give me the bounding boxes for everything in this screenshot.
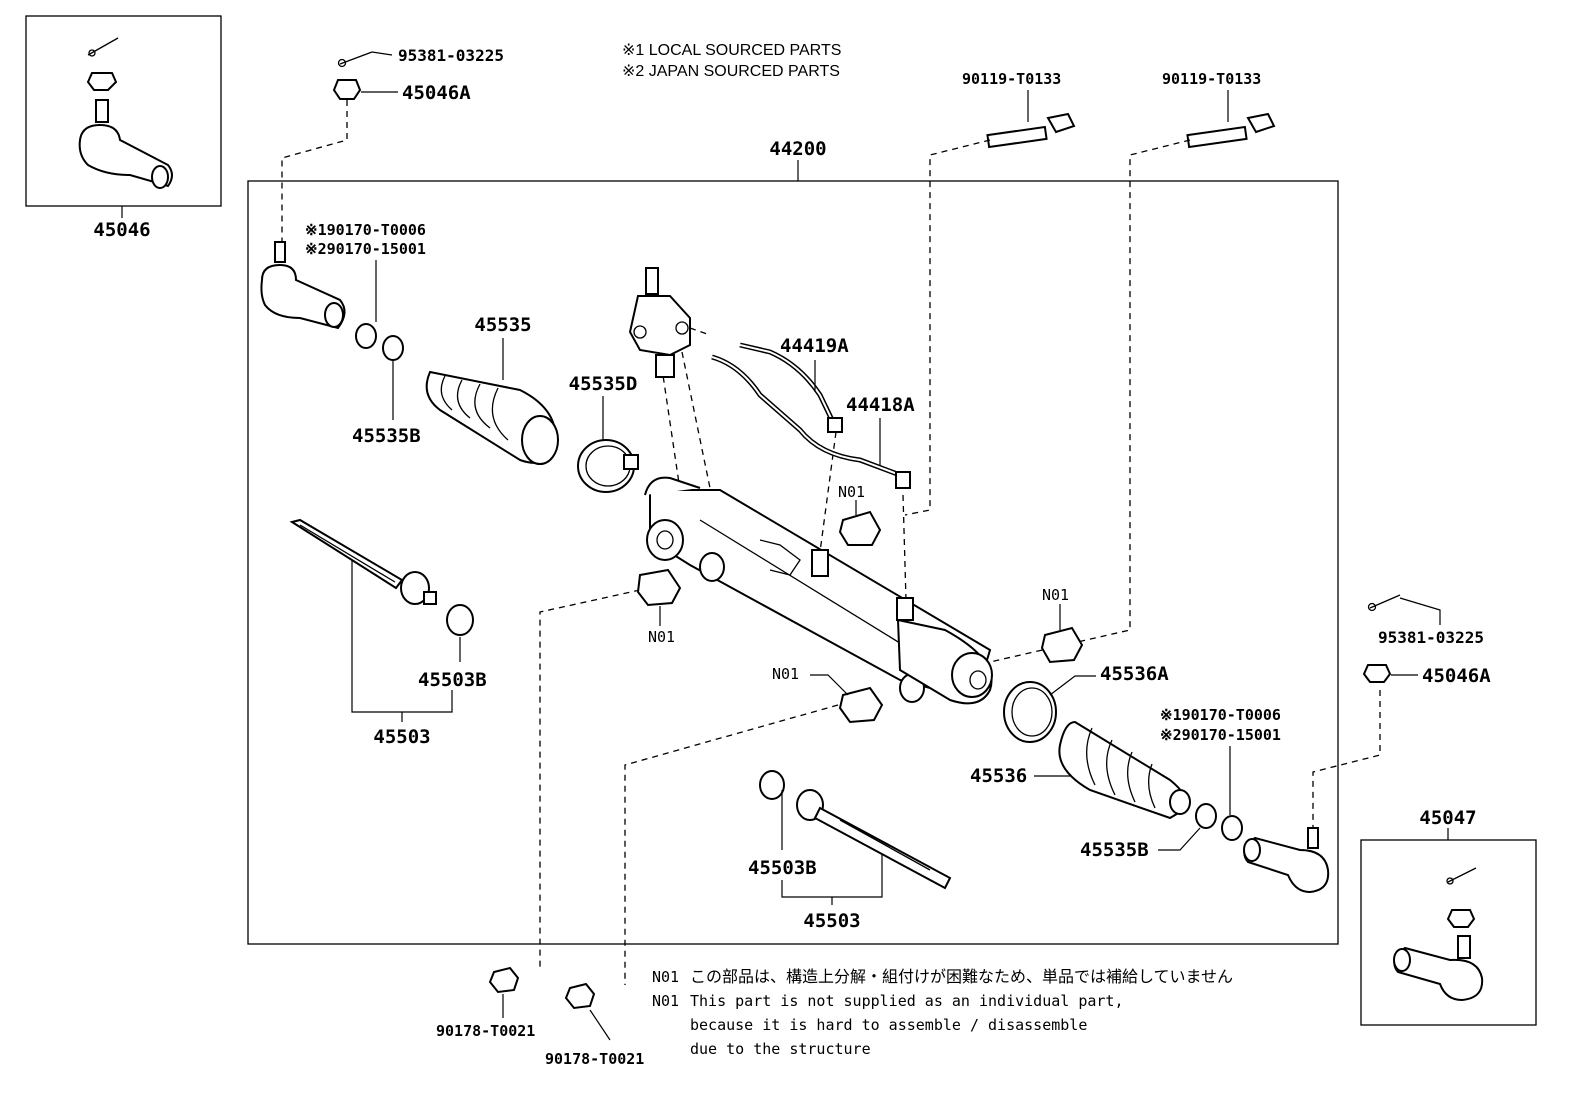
cotter-pin-top-drawing (337, 51, 373, 68)
dash-line-port (689, 327, 711, 336)
bolt-90119-a-drawing (986, 112, 1076, 149)
label-290170-right: ※290170-15001 (1160, 726, 1281, 744)
label-45536A: 45536A (1100, 663, 1169, 685)
label-45503B-left: 45503B (418, 669, 487, 691)
bolt-90119-b-drawing (1186, 112, 1276, 149)
label-n01-c: N01 (1042, 586, 1069, 604)
label-90178-b: 90178-T0021 (545, 1050, 644, 1068)
tie-rod-end-left-drawing (260, 241, 346, 330)
bushing-n01-d-drawing (838, 686, 884, 724)
note-local-sourced: ※1 LOCAL SOURCED PARTS (622, 42, 841, 59)
dash-line-tube-b (902, 494, 907, 601)
bushing-n01-a-drawing (838, 510, 882, 546)
bushing-n01-c-drawing (1040, 626, 1084, 664)
label-90119-b: 90119-T0133 (1162, 70, 1261, 88)
label-n01-b: N01 (648, 628, 675, 646)
label-90178-a: 90178-T0021 (436, 1022, 535, 1040)
inner-tie-rod-left-drawing (289, 518, 437, 605)
inner-tie-rod-mid-drawing (796, 789, 952, 890)
label-n01-d: N01 (772, 665, 799, 683)
bellows-boot-45536-drawing (1058, 720, 1191, 820)
footnote-en-line2: because it is hard to assemble / disasse… (690, 1016, 1087, 1034)
footnote-jp-code: N01 (652, 968, 679, 986)
label-45535D: 45535D (569, 373, 638, 395)
label-45503-left: 45503 (373, 726, 430, 748)
label-45536: 45536 (970, 765, 1027, 787)
nut-90178-a-drawing (488, 966, 520, 994)
bushing-n01-b-drawing (636, 568, 682, 607)
label-45046: 45046 (93, 219, 150, 241)
label-45535B-top: 45535B (352, 425, 421, 447)
label-45535: 45535 (474, 314, 531, 336)
ring-left-drawing (355, 323, 377, 349)
label-n01-a: N01 (838, 483, 865, 501)
assembly-frame-44200 (247, 180, 1339, 945)
label-45535B-right: 45535B (1080, 839, 1149, 861)
clip-45535B-left-drawing (382, 335, 404, 361)
note-japan-sourced: ※2 JAPAN SOURCED PARTS (622, 63, 840, 80)
label-90119-a: 90119-T0133 (962, 70, 1061, 88)
label-45046A-top: 45046A (402, 82, 471, 104)
lock-washer-left-drawing (446, 604, 474, 636)
dash-line-90178-b (624, 704, 839, 985)
tie-rod-end-45046-drawing (78, 37, 173, 189)
inset-frame-45047 (1360, 839, 1537, 1026)
label-44419A: 44419A (780, 335, 849, 357)
label-45503B-mid: 45503B (748, 857, 817, 879)
tie-rod-end-right-drawing (1243, 827, 1330, 894)
lock-washer-mid-drawing (759, 770, 785, 800)
label-45503-mid: 45503 (803, 910, 860, 932)
label-44200: 44200 (769, 138, 826, 160)
label-190170-top: ※190170-T0006 (305, 221, 426, 239)
footnote-en-code: N01 (652, 992, 679, 1010)
label-95381-top: 95381-03225 (398, 46, 504, 65)
footnote-en-line1: This part is not supplied as an individu… (690, 992, 1123, 1010)
label-95381-right: 95381-03225 (1378, 628, 1484, 647)
ring-right-drawing (1221, 815, 1243, 841)
cotter-pin-right-drawing (1367, 594, 1401, 612)
leader-95381-top (371, 51, 393, 56)
label-45046A-right: 45046A (1422, 665, 1491, 687)
castle-nut-top-drawing (332, 79, 362, 100)
footnote-en-line3: due to the structure (690, 1040, 871, 1058)
control-valve-drawing (628, 267, 691, 378)
dash-line-bolt-a (904, 139, 991, 516)
bellows-boot-45535-drawing (425, 370, 559, 465)
nut-90178-b-drawing (564, 982, 596, 1010)
clip-45535B-right-drawing (1195, 803, 1217, 829)
inset-frame-45046 (25, 15, 222, 207)
dash-line-valve-b (681, 351, 711, 489)
dash-line-bolt-b (989, 139, 1191, 663)
dash-line-right (1312, 690, 1381, 828)
label-190170-right: ※190170-T0006 (1160, 706, 1281, 724)
dash-line-90178-a (539, 589, 641, 968)
footnote-jp-text: この部品は、構造上分解・組付けが困難なため、単品では補給していません (690, 968, 1233, 986)
dash-line-tube-a (819, 431, 837, 553)
label-45047: 45047 (1419, 807, 1476, 829)
castle-nut-right-drawing (1362, 664, 1392, 683)
label-44418A: 44418A (846, 394, 915, 416)
steering-rack-housing-drawing (644, 476, 993, 705)
label-290170-top: ※290170-15001 (305, 240, 426, 258)
tie-rod-end-45047-drawing (1393, 867, 1484, 1002)
pressure-tubes-drawing (711, 342, 911, 489)
